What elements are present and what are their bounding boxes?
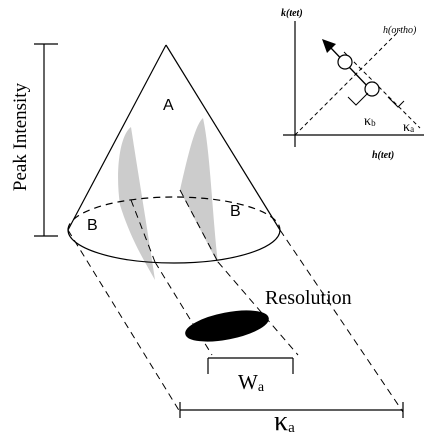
kappa-label: κa bbox=[274, 406, 295, 434]
inset-circle-lower bbox=[364, 81, 380, 97]
resolution-ellipse bbox=[185, 310, 269, 342]
w-bracket bbox=[207, 357, 294, 374]
resolution-label: Resolution bbox=[265, 287, 352, 309]
peak-intensity-label: Peak Intensity bbox=[10, 82, 31, 191]
cone bbox=[67, 44, 281, 264]
inset-brackets bbox=[347, 92, 405, 108]
kappa-bracket bbox=[179, 402, 404, 418]
right-b-label: B bbox=[230, 203, 241, 220]
left-b-label: B bbox=[87, 217, 98, 234]
apex-label: A bbox=[163, 97, 174, 114]
w-label: Wa bbox=[238, 370, 265, 395]
inset-arrow-head bbox=[322, 39, 336, 53]
inset-y-label: k(tet) bbox=[281, 8, 303, 19]
inset-kappa-a-label: κa bbox=[403, 120, 414, 135]
inset-circle-upper bbox=[337, 54, 353, 70]
inset-x-label: h(tet) bbox=[372, 150, 394, 161]
inset-ortho-label: h(ortho) bbox=[383, 25, 417, 36]
inset-axes bbox=[283, 21, 424, 147]
inset-plot: k(tet) h(tet) h(ortho) κb κa bbox=[281, 8, 424, 161]
projection-lines bbox=[67, 189, 404, 413]
left-peak-shape bbox=[118, 127, 155, 280]
right-peak-shape bbox=[180, 118, 218, 264]
inset-kappa-b-label: κb bbox=[364, 114, 376, 129]
inset-dashed-lines bbox=[294, 29, 421, 136]
inset-arrow-shaft bbox=[329, 46, 373, 92]
peak-intensity-bar bbox=[34, 43, 58, 237]
